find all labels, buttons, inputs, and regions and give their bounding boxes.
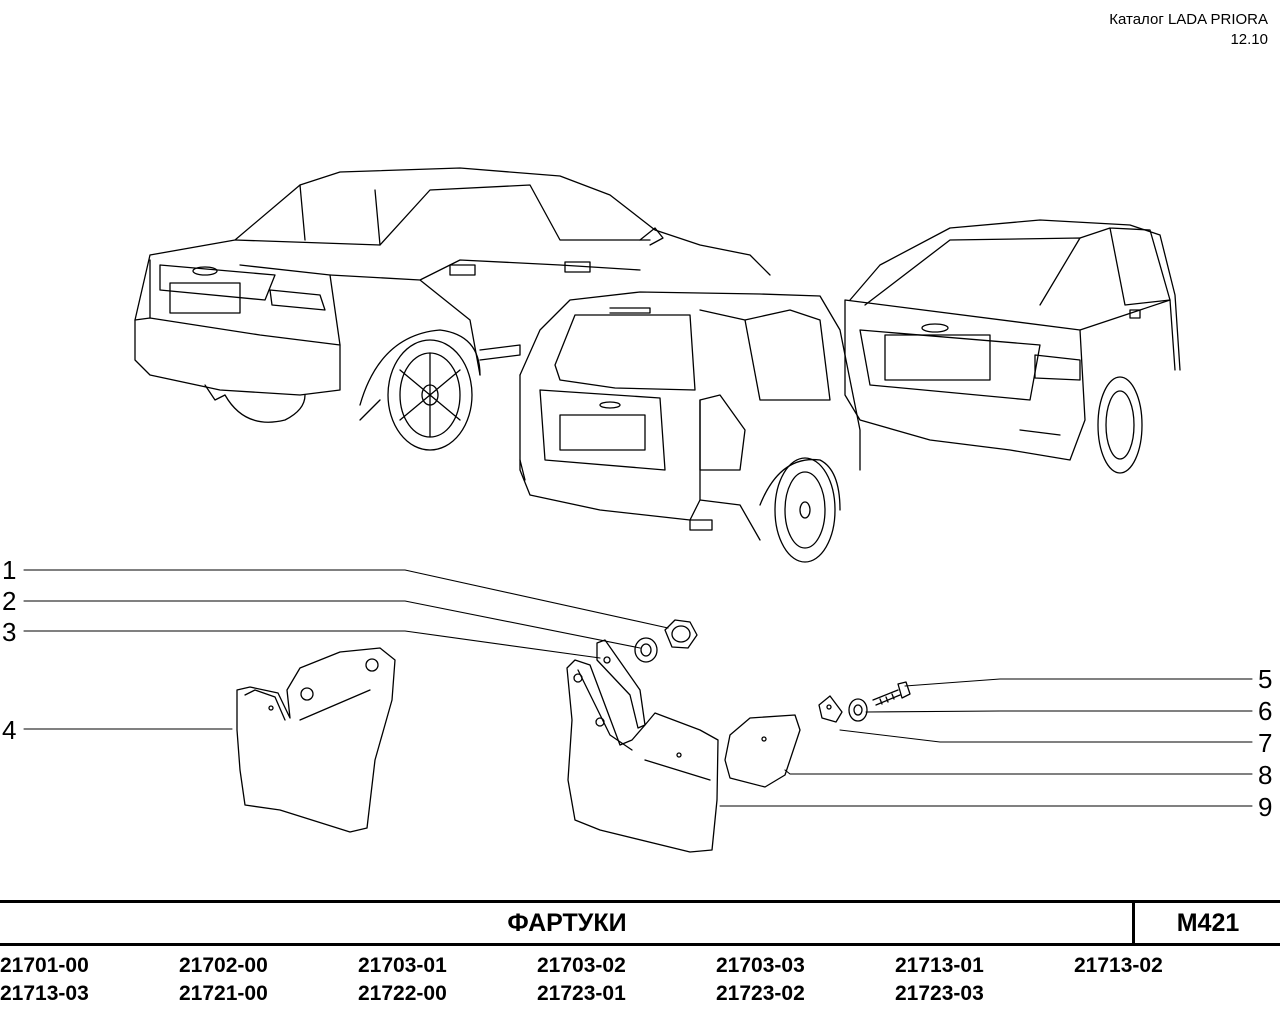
front-mudflap-part bbox=[236, 647, 396, 833]
callout-2: 2 bbox=[2, 586, 17, 616]
clip-part bbox=[818, 695, 843, 723]
footer-divider bbox=[1132, 900, 1135, 946]
model-code: 21703-01 bbox=[358, 954, 447, 977]
model-code: 21723-03 bbox=[895, 982, 984, 1005]
section-code: М421 bbox=[1176, 908, 1240, 937]
catalog-title: Каталог LADA PRIORA bbox=[1109, 11, 1268, 28]
catalog-date: 12.10 bbox=[1230, 31, 1268, 48]
nut-part bbox=[664, 619, 698, 649]
bracket-part bbox=[596, 639, 646, 729]
screw-part bbox=[872, 681, 911, 706]
model-code: 21723-01 bbox=[537, 982, 626, 1005]
callout-3: 3 bbox=[2, 617, 17, 647]
model-code: 21702-00 bbox=[179, 954, 268, 977]
parts-drawing bbox=[23, 167, 1253, 853]
model-code: 21713-03 bbox=[0, 982, 89, 1005]
model-codes: 21701-00 21702-00 21703-01 21703-02 2170… bbox=[0, 952, 1280, 1008]
model-code: 21721-00 bbox=[179, 982, 268, 1005]
rear-hatchback-car-illustration bbox=[844, 219, 1181, 474]
model-row: 21713-03 21721-00 21722-00 21723-01 2172… bbox=[0, 980, 1280, 1008]
catalog-header: Каталог LADA PRIORA 12.10 bbox=[1109, 10, 1268, 50]
callout-6: 6 bbox=[1258, 696, 1273, 726]
callout-9: 9 bbox=[1258, 792, 1273, 822]
model-code: 21713-01 bbox=[895, 954, 984, 977]
callout-5: 5 bbox=[1258, 664, 1273, 694]
sedan-car-illustration bbox=[134, 167, 771, 451]
callout-1: 1 bbox=[2, 555, 17, 585]
footer-top-rule bbox=[0, 900, 1280, 903]
lock-washer-part bbox=[634, 637, 658, 663]
callout-7: 7 bbox=[1258, 728, 1273, 758]
callout-8: 8 bbox=[1258, 760, 1273, 790]
footer-bottom-rule bbox=[0, 943, 1280, 946]
model-row: 21701-00 21702-00 21703-01 21703-02 2170… bbox=[0, 952, 1280, 980]
model-code: 21713-02 bbox=[1074, 954, 1163, 977]
rear-mudflap-part bbox=[566, 659, 719, 853]
callout-4: 4 bbox=[2, 715, 17, 745]
washer-part bbox=[848, 698, 868, 722]
model-code: 21703-03 bbox=[716, 954, 805, 977]
model-code: 21703-02 bbox=[537, 954, 626, 977]
model-code: 21701-00 bbox=[0, 954, 89, 977]
model-code: 21723-02 bbox=[716, 982, 805, 1005]
model-code: 21722-00 bbox=[358, 982, 447, 1005]
hatchback-car-illustration bbox=[519, 291, 861, 563]
mudflap-liner-part bbox=[724, 714, 801, 788]
section-title: ФАРТУКИ bbox=[507, 908, 627, 937]
